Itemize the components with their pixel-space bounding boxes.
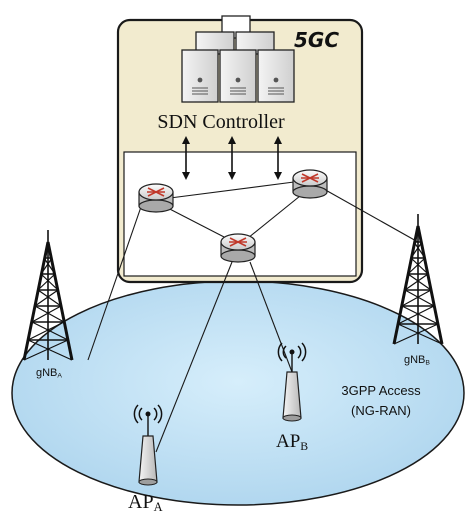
access-network-label: 3GPP Access (341, 383, 421, 398)
gnb-a-label: gNBA (36, 368, 62, 381)
link-router-center-ap-b (249, 261, 293, 373)
ap-b-label-main: AP (276, 431, 301, 452)
server-icon (181, 49, 219, 103)
ap-a-label-main: AP (128, 491, 154, 513)
network-links (87, 181, 419, 453)
link-router-right-gnb-b (321, 187, 419, 243)
gnb-b-label-sub: B (425, 359, 430, 367)
gnb-b-label-main: gNB (404, 354, 426, 366)
gnb-b-label: gNBB (404, 355, 430, 368)
router-icon (138, 183, 174, 213)
server-icon (257, 49, 295, 103)
gnb-a-label-sub: A (57, 372, 62, 380)
ap-a-label-sub: A (153, 500, 163, 515)
cell-tower-icon (392, 214, 444, 345)
server-icon (219, 49, 257, 103)
ap-b-label: APB (276, 432, 308, 453)
core-network-title: 5GC (294, 28, 340, 52)
access-point-icon (277, 342, 307, 422)
link-router-center-ap-a (155, 261, 233, 453)
ap-b-label-sub: B (300, 439, 309, 453)
link-router-left-router-center (159, 203, 227, 239)
link-router-left-router-right (169, 181, 295, 199)
sdn-controller-label: SDN Controller (126, 112, 316, 132)
sdn-controller-servers (181, 15, 295, 103)
cell-tower-icon (22, 230, 74, 361)
access-point-icon (133, 404, 163, 486)
link-router-right-router-center (247, 195, 301, 239)
router-icon (220, 233, 256, 263)
ap-a-label: APA (128, 492, 163, 514)
link-router-left-gnb-a (87, 203, 143, 361)
gnb-a-label-main: gNB (36, 367, 58, 379)
access-network-sublabel: (NG-RAN) (351, 403, 411, 418)
router-icon (292, 169, 328, 199)
